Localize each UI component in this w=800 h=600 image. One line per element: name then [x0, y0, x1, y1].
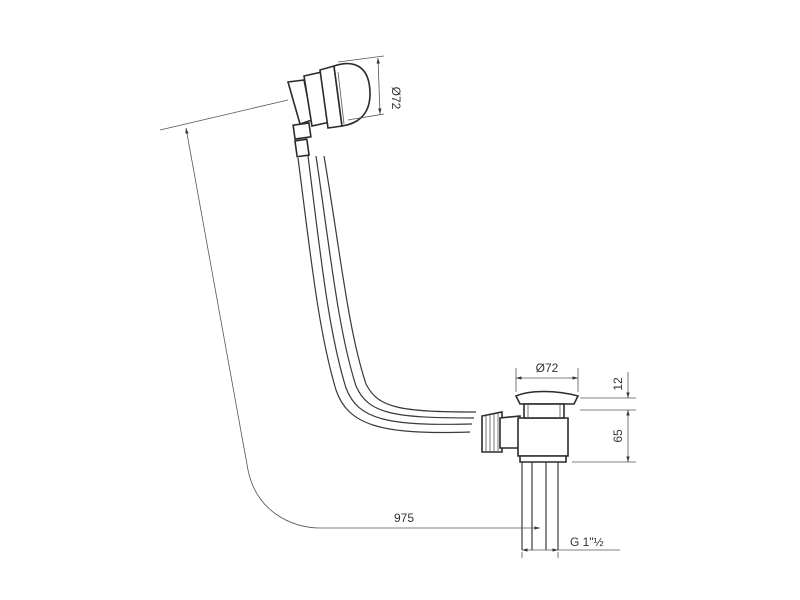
length-dimension: 975: [159, 99, 540, 530]
drain-diameter-dimension: Ø72: [515, 361, 579, 392]
overflow-head: [286, 62, 371, 158]
overflow-diameter-dimension: Ø72: [337, 55, 403, 121]
drain-diameter-label: Ø72: [536, 361, 559, 375]
drain-assembly: [481, 390, 580, 550]
thread-label: G 1"½: [570, 535, 604, 549]
body-height-label: 65: [611, 429, 625, 443]
thread-dimension: G 1"½: [521, 535, 620, 558]
overflow-tube: [297, 155, 477, 434]
overflow-diameter-label: Ø72: [389, 87, 403, 110]
height-dimensions: 12 65: [572, 372, 636, 463]
cap-height-label: 12: [611, 377, 625, 391]
length-label: 975: [394, 511, 414, 525]
